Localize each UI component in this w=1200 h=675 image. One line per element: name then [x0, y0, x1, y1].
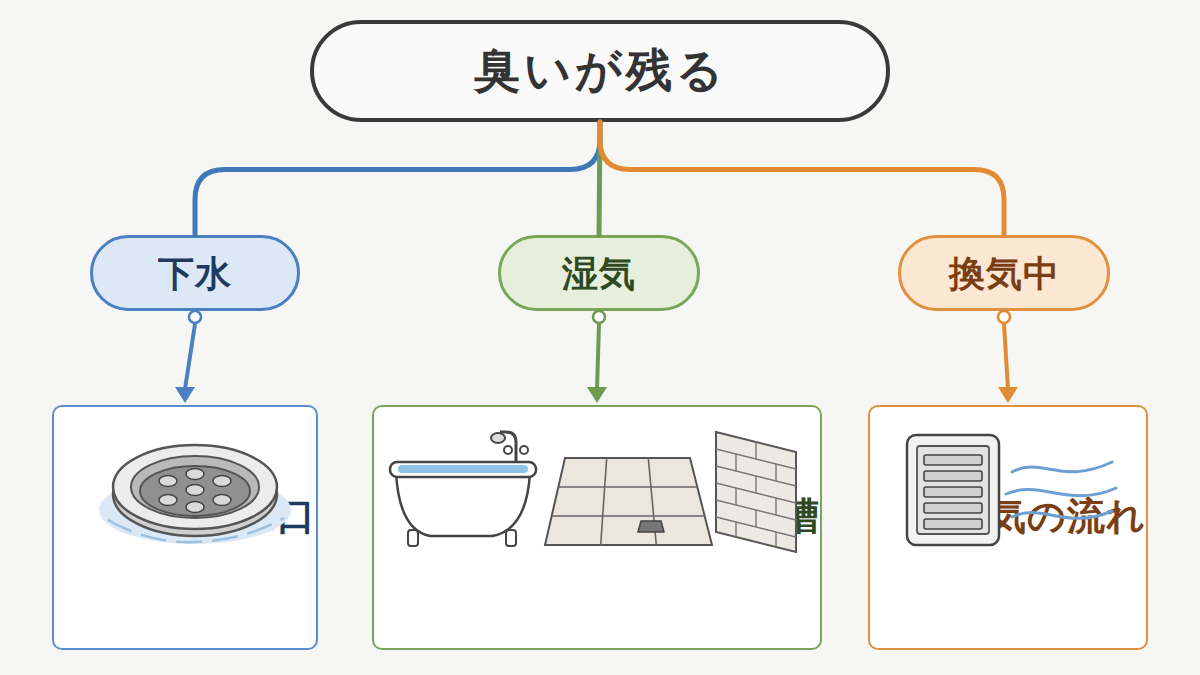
connector: [175, 311, 201, 403]
category-pill: 湿気: [498, 235, 700, 311]
node-label: 排水口: [199, 493, 316, 541]
connector-dot: [593, 311, 605, 323]
connector-line: [195, 122, 600, 235]
arrow-head: [998, 387, 1018, 403]
node-label: 湿気: [562, 251, 636, 296]
node-label: 床・壁・浴槽: [586, 493, 820, 541]
item-box: 床・壁・浴槽: [372, 405, 822, 650]
item-box: 空気の流れ: [868, 405, 1148, 650]
title-pill: 臭いが残る: [310, 20, 890, 122]
connector: [587, 311, 607, 403]
node-label: 換気中: [949, 251, 1060, 296]
connector: [600, 122, 1004, 235]
item-box: 排水口: [52, 405, 318, 650]
category-pill: 下水: [90, 235, 300, 311]
connector-line: [599, 122, 600, 235]
connector: [195, 122, 600, 235]
node-label: 下水: [158, 251, 232, 296]
connector: [998, 311, 1018, 403]
node-label: 空気の流れ: [949, 493, 1146, 541]
connector-line: [1004, 324, 1008, 389]
connector-line: [185, 324, 195, 389]
connector-line: [600, 122, 1004, 235]
arrow-head: [175, 387, 195, 403]
connector-dot: [189, 311, 201, 323]
connector-dot: [998, 311, 1010, 323]
node-label: 臭いが残る: [474, 42, 727, 100]
connector-line: [597, 324, 599, 389]
connector: [599, 122, 600, 235]
arrow-head: [587, 387, 607, 403]
category-pill: 換気中: [898, 235, 1110, 311]
